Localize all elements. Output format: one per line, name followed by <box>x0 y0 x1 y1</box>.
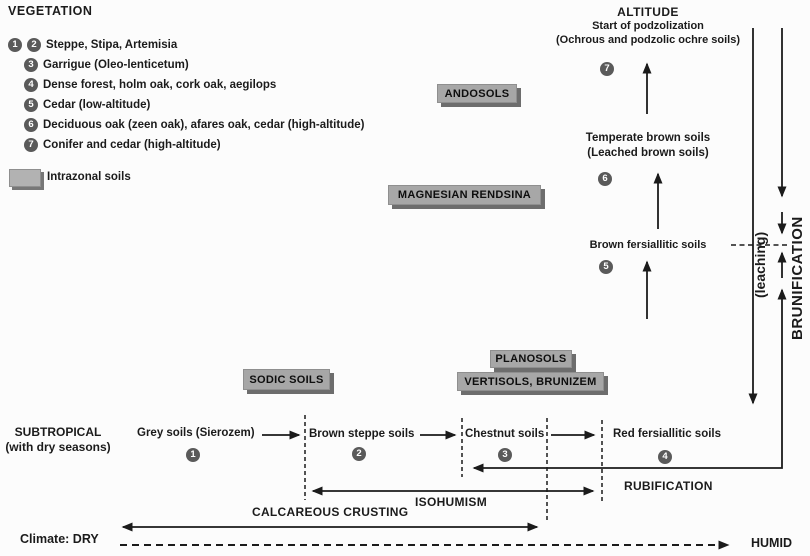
altitude-up-arrows <box>642 62 663 319</box>
calcareous-crusting-label: CALCAREOUS CRUSTING <box>252 505 409 519</box>
altitude-header: ALTITUDE Start of podzolization (Ochrous… <box>538 5 758 47</box>
num-badge-5: 5 <box>24 97 38 112</box>
legend-item-conifer: 7 Conifer and cedar (high-altitude) <box>24 137 221 152</box>
rubification-label: RUBIFICATION <box>624 479 713 493</box>
podzolization-line2: (Ochrous and podzolic ochre soils) <box>556 34 740 46</box>
sequence-num-4: 4 <box>658 450 672 464</box>
grey-soils-label: Grey soils (Sierozem) <box>137 427 255 439</box>
sodic-soils-box: SODIC SOILS <box>243 369 330 390</box>
altitude-num-6: 6 <box>598 172 612 186</box>
brunification-label: BRUNIFICATION <box>789 216 806 340</box>
andosols-box: ANDOSOLS <box>437 84 517 103</box>
legend-label: Dense forest, holm oak, cork oak, aegilo… <box>43 78 277 91</box>
altitude-num-5: 5 <box>599 260 613 274</box>
planosols-box: PLANOSOLS <box>490 350 572 368</box>
leaching-label: (leaching) <box>752 231 768 298</box>
magnesian-rendsina-box: MAGNESIAN RENDSINA <box>388 185 541 205</box>
temperate-line1: Temperate brown soils <box>585 132 711 144</box>
climate-humid-label: HUMID <box>751 536 792 550</box>
temperate-brown-soils-label: Temperate brown soils (Leached brown soi… <box>556 131 740 160</box>
intrazonal-soils-label: Intrazonal soils <box>47 171 131 183</box>
legend-label: Steppe, Stipa, Artemisia <box>46 38 178 51</box>
climate-dry-label: Climate: DRY <box>20 532 99 546</box>
sequence-num-3: 3 <box>498 448 512 462</box>
legend-item-cedar-low: 5 Cedar (low-altitude) <box>24 97 150 112</box>
num-badge-7: 7 <box>24 137 38 152</box>
isohumism-label: ISOHUMISM <box>415 495 488 509</box>
temperate-line2: (Leached brown soils) <box>587 146 709 159</box>
num-badge-1: 1 <box>8 37 22 52</box>
intrazonal-soils-swatch-icon <box>9 169 41 187</box>
chestnut-soils-label: Chestnut soils <box>465 428 545 440</box>
altitude-title: ALTITUDE <box>617 5 679 19</box>
num-badge-6: 6 <box>24 117 38 132</box>
legend-label: Deciduous oak (zeen oak), afares oak, ce… <box>43 118 365 131</box>
vertisols-brunizem-box: VERTISOLS, BRUNIZEM <box>457 372 604 391</box>
legend-item-garrigue: 3 Garrigue (Oleo-lenticetum) <box>24 57 189 72</box>
legend-label: Garrigue (Oleo-lenticetum) <box>43 58 189 71</box>
altitude-num-7: 7 <box>600 62 614 76</box>
sequence-num-2: 2 <box>352 447 366 461</box>
podzolization-line1: Start of podzolization <box>592 20 704 32</box>
brown-steppe-soils-label: Brown steppe soils <box>309 428 415 440</box>
legend-label: Conifer and cedar (high-altitude) <box>43 138 221 151</box>
brown-fersiallitic-soils-label: Brown fersiallitic soils <box>589 239 707 251</box>
legend-title: VEGETATION <box>8 4 93 18</box>
legend-item-steppe: 1 2 Steppe, Stipa, Artemisia <box>8 37 177 52</box>
legend-item-dense-forest: 4 Dense forest, holm oak, cork oak, aegi… <box>24 77 276 92</box>
red-fersiallitic-soils-label: Red fersiallitic soils <box>613 428 722 440</box>
legend-item-deciduous-oak: 6 Deciduous oak (zeen oak), afares oak, … <box>24 117 364 132</box>
subtropical-subtitle: (with dry seasons) <box>5 440 111 454</box>
subtropical-header: SUBTROPICAL (with dry seasons) <box>2 425 114 455</box>
num-badge-3: 3 <box>24 57 38 72</box>
num-badge-2: 2 <box>27 37 41 52</box>
legend-label: Cedar (low-altitude) <box>43 98 151 111</box>
sequence-num-1: 1 <box>186 448 200 462</box>
subtropical-title: SUBTROPICAL <box>14 425 102 439</box>
num-badge-4: 4 <box>24 77 38 92</box>
